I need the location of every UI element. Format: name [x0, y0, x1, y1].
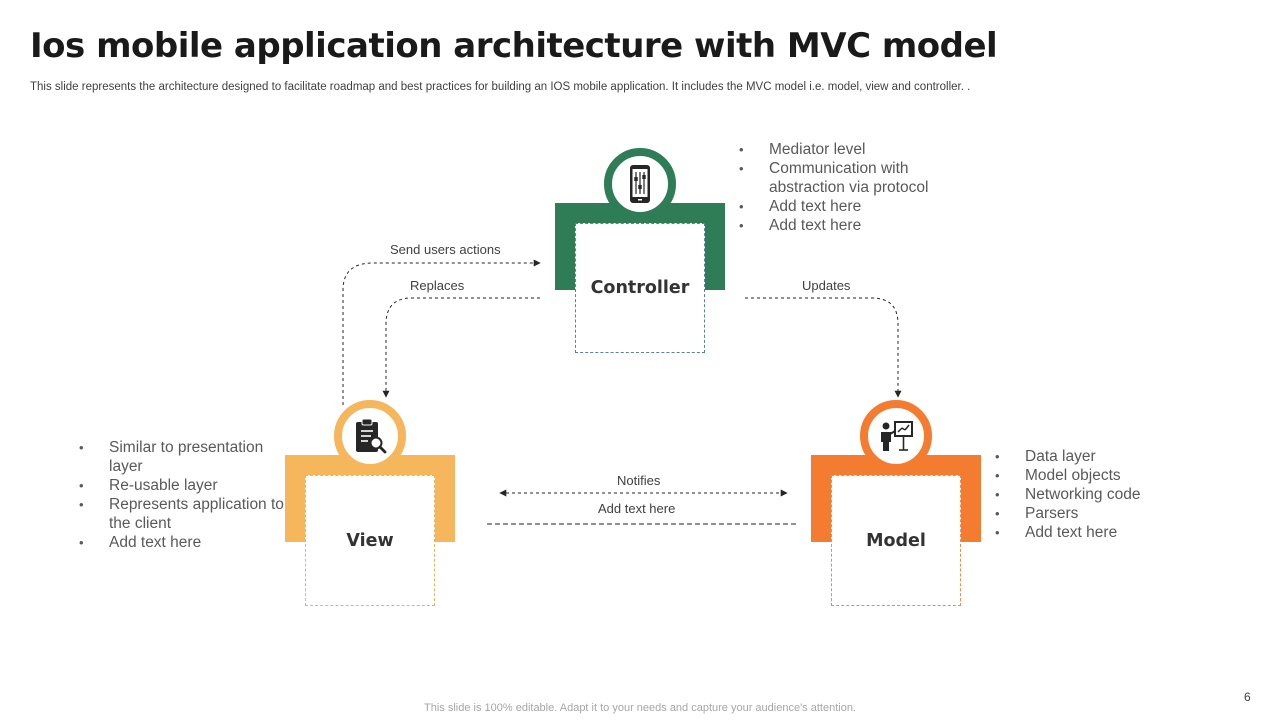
list-item: Add text here	[739, 197, 969, 216]
page-number: 6	[1244, 690, 1251, 704]
list-item: Add text here	[995, 523, 1195, 542]
list-item: Re-usable layer	[79, 476, 289, 495]
model-box: Model	[831, 475, 961, 606]
list-item: Represents application to the client	[79, 495, 289, 533]
slide-footer: This slide is 100% editable. Adapt it to…	[424, 702, 856, 714]
slide-subtitle: This slide represents the architecture d…	[30, 81, 971, 93]
model-module: Model	[811, 400, 981, 610]
list-item: Networking code	[995, 485, 1195, 504]
list-item: Model objects	[995, 466, 1195, 485]
view-label: View	[346, 530, 394, 551]
add-text-label: Add text here	[598, 501, 676, 516]
view-icon-ring	[334, 400, 406, 472]
list-item: Data layer	[995, 447, 1195, 466]
replaces-arrow	[382, 297, 540, 398]
controller-box: Controller	[575, 223, 705, 353]
list-item: Parsers	[995, 504, 1195, 523]
list-item: Communication with abstraction via proto…	[739, 159, 969, 197]
model-points: Data layer Model objects Networking code…	[995, 447, 1195, 542]
slide-title: Ios mobile application architecture with…	[30, 26, 998, 66]
mobile-settings-icon	[630, 165, 650, 203]
view-points: Similar to presentation layer Re-usable …	[79, 438, 289, 552]
controller-points: Mediator level Communication with abstra…	[739, 140, 969, 235]
list-item: Similar to presentation layer	[79, 438, 289, 476]
view-module: View	[285, 400, 455, 610]
model-label: Model	[866, 530, 926, 551]
list-item: Add text here	[79, 533, 289, 552]
notifies-label: Notifies	[617, 473, 661, 488]
list-item: Add text here	[739, 216, 969, 235]
send-users-actions-label: Send users actions	[390, 242, 501, 257]
presenter-icon	[881, 421, 913, 451]
controller-label: Controller	[590, 278, 690, 298]
controller-module: Controller	[555, 148, 725, 358]
updates-label: Updates	[802, 278, 851, 293]
send-actions-arrow	[342, 259, 541, 405]
controller-icon-ring	[604, 148, 676, 220]
replaces-label: Replaces	[410, 278, 465, 293]
view-box: View	[305, 475, 435, 606]
list-item: Mediator level	[739, 140, 969, 159]
updates-arrow	[745, 297, 902, 398]
model-icon-ring	[860, 400, 932, 472]
clipboard-search-icon	[356, 418, 387, 454]
